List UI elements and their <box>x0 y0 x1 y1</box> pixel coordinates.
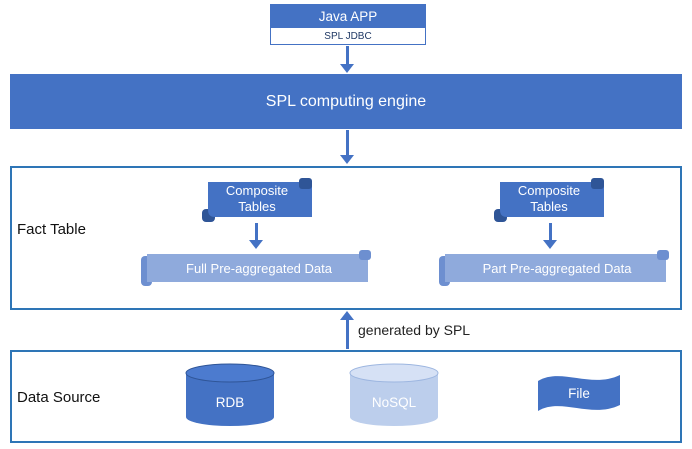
arrow-head-down-icon <box>340 155 354 164</box>
arrow-engine-to-fact-icon <box>340 130 354 164</box>
nosql-cylinder: NoSQL <box>348 363 440 427</box>
arrow-head-down-icon <box>249 240 263 249</box>
database-cylinder-icon <box>349 363 439 426</box>
java-app-box: Java APP SPL JDBC <box>270 4 426 45</box>
data-source-label: Data Source <box>17 389 101 406</box>
fact-table-label: Fact Table <box>17 221 86 238</box>
composite-tables-right-label: Composite Tables <box>517 182 581 214</box>
arrow-composite-to-full-icon <box>249 223 263 249</box>
arrow-head-down-icon <box>543 240 557 249</box>
spl-engine-bar: SPL computing engine <box>10 74 682 129</box>
arrow-shaft <box>548 223 552 240</box>
arrow-shaft <box>345 320 349 349</box>
spl-jdbc-label: SPL JDBC <box>270 28 426 45</box>
composite-tables-left: Composite Tables <box>200 177 315 223</box>
rdb-label: RDB <box>215 394 245 410</box>
database-cylinder-icon <box>185 363 275 426</box>
file-wave: File <box>536 367 622 419</box>
part-preaggregated-label: Part Pre-aggregated Data <box>482 260 632 276</box>
part-preaggregated-ribbon: Part Pre-aggregated Data <box>438 249 670 287</box>
generated-by-spl-label: generated by SPL <box>358 322 471 338</box>
arrow-shaft <box>345 46 349 64</box>
arrow-shaft <box>254 223 258 240</box>
arrow-head-up-icon <box>340 311 354 320</box>
nosql-label: NoSQL <box>371 394 417 410</box>
vertical-scroll-icon <box>494 178 604 222</box>
composite-tables-left-label: Composite Tables <box>225 182 289 214</box>
full-preaggregated-label: Full Pre-aggregated Data <box>186 260 332 276</box>
rdb-cylinder: RDB <box>184 363 276 427</box>
composite-tables-right: Composite Tables <box>492 177 607 223</box>
arrow-composite-to-part-icon <box>543 223 557 249</box>
java-app-label: Java APP <box>270 4 426 28</box>
arrow-generated-by-spl-icon <box>340 311 354 349</box>
horizontal-scroll-icon <box>141 250 371 286</box>
full-preaggregated-ribbon: Full Pre-aggregated Data <box>140 249 372 287</box>
horizontal-scroll-icon <box>439 250 669 286</box>
arrow-head-down-icon <box>340 64 354 73</box>
vertical-scroll-icon <box>202 178 312 222</box>
arrow-java-to-engine-icon <box>340 46 354 73</box>
arrow-shaft <box>345 130 349 155</box>
file-label: File <box>568 385 590 401</box>
spl-engine-label: SPL computing engine <box>265 92 427 110</box>
wave-file-icon <box>538 375 620 411</box>
